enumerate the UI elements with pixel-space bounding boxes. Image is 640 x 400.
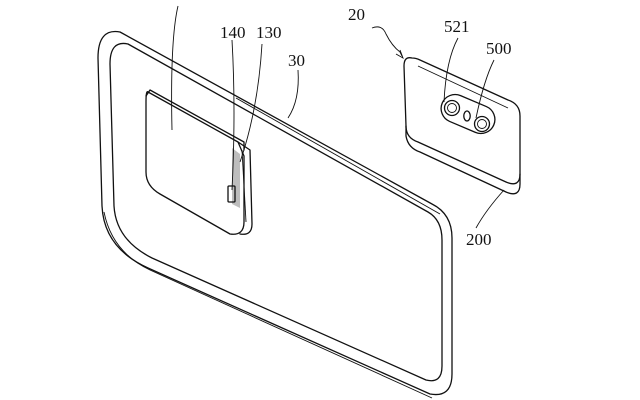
leader-110 xyxy=(171,5,179,131)
module-top-face xyxy=(403,57,521,185)
label-521: 521 xyxy=(444,17,470,36)
leader-130 xyxy=(239,43,263,163)
lens-right xyxy=(473,115,491,133)
label-200: 200 xyxy=(466,230,492,249)
housing-ridge xyxy=(235,97,441,215)
recess-front-face xyxy=(145,91,245,235)
housing-side-edge xyxy=(103,211,433,399)
module-top-edge xyxy=(417,65,509,109)
leader-lines xyxy=(171,5,505,229)
camera-module xyxy=(403,57,521,195)
leader-200 xyxy=(475,189,505,229)
label-20: 20 xyxy=(348,5,365,24)
recess-side-wall xyxy=(237,141,253,235)
label-110: 110 xyxy=(176,0,201,2)
leader-20-arrow xyxy=(395,49,404,60)
label-140: 140 xyxy=(220,23,246,42)
leader-140 xyxy=(231,39,235,191)
label-30: 30 xyxy=(288,51,305,70)
recess-side-inner xyxy=(241,149,247,223)
label-500: 500 xyxy=(486,39,512,58)
leader-20 xyxy=(371,26,403,57)
element-140 xyxy=(227,185,236,203)
lens-right-inner xyxy=(477,119,487,129)
camera-recess xyxy=(145,89,253,235)
module-side xyxy=(405,125,521,195)
housing-outer-edge xyxy=(97,30,453,396)
lens-plate xyxy=(440,93,496,135)
flash xyxy=(463,110,471,122)
phone-housing xyxy=(97,30,453,399)
lens-left xyxy=(443,99,461,117)
reference-numerals: 110 140 130 30 20 521 500 200 xyxy=(176,0,512,249)
label-130: 130 xyxy=(256,23,282,42)
leader-500 xyxy=(475,59,495,119)
lens-left-inner xyxy=(447,103,457,113)
leader-521 xyxy=(443,37,459,103)
recess-bevel-shade xyxy=(232,148,240,208)
housing-inner-rim xyxy=(109,42,443,382)
leader-30 xyxy=(287,69,299,119)
